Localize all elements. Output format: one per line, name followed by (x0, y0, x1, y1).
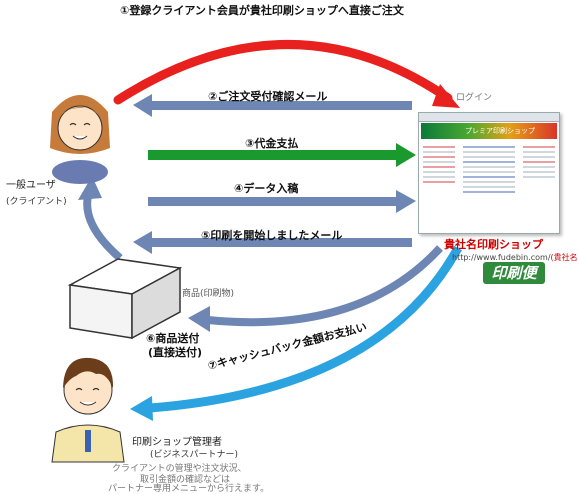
shop-website-screenshot[interactable]: プレミア印刷ショップ (418, 112, 560, 234)
manager-note-1: クライアントの管理や注文状況、 (112, 464, 247, 474)
arrow-4-body (148, 197, 398, 206)
product-box (67, 258, 183, 340)
shop-url-suffix: (貴社名) (550, 253, 578, 262)
client-subtitle: (クライアント) (6, 197, 67, 207)
arrow-6-head (188, 306, 210, 332)
manager-avatar (51, 357, 125, 463)
step-4-label: ④データ入稿 (234, 182, 299, 195)
manager-title: 印刷ショップ管理者 (132, 437, 222, 448)
arrow-3-body (148, 150, 398, 160)
shop-logo: 印刷便 (483, 262, 545, 284)
arrow-5-head (133, 231, 152, 254)
manager-note-2: 取引金額の確認などは (140, 475, 231, 485)
step-6-sublabel: (直接送付) (148, 346, 203, 359)
arrow-2-head (133, 94, 152, 117)
shop-url[interactable]: http://www.fudebin.com/(貴社名) (452, 252, 578, 263)
shop-calendar (521, 143, 557, 225)
browser-toolbar (419, 113, 559, 122)
shop-name: 貴社名印刷ショップ (444, 238, 543, 251)
step-5-label: ⑤印刷を開始しましたメール (201, 229, 343, 242)
step-6-label: ⑥商品送付 (146, 332, 200, 345)
shop-main-content (461, 143, 517, 225)
arrow-7-cashback (149, 245, 462, 413)
shop-banner: プレミア印刷ショップ (421, 123, 557, 139)
manager-subtitle: (ビジネスパートナー) (150, 450, 239, 460)
manager-note-3: パートナー専用メニューから行えます。 (108, 484, 270, 494)
arrow-2-body (150, 101, 412, 110)
arrow-delivery-head (78, 176, 102, 200)
product-label: 商品(印刷物) (182, 289, 235, 299)
shop-banner-text: プレミア印刷ショップ (465, 127, 535, 135)
step-3-label: ③代金支払 (245, 137, 299, 150)
shop-login-link[interactable]: ログイン (456, 93, 493, 103)
shop-url-prefix: http://www.fudebin.com/ (452, 253, 551, 262)
arrow-3-head (396, 143, 416, 167)
client-avatar (50, 95, 110, 184)
arrow-1-head (432, 84, 460, 108)
step-1-label: ①登録クライアント会員が貴社印刷ショップへ直接ご注文 (120, 4, 404, 17)
arrow-6-ship (207, 245, 443, 327)
step-2-label: ②ご注文受付確認メール (208, 90, 328, 103)
arrow-delivery-to-client (83, 195, 123, 262)
shop-sidebar (421, 143, 457, 225)
client-title: 一般ユーザ (6, 180, 56, 191)
arrow-1-order (113, 40, 453, 105)
arrow-4-head (396, 190, 416, 213)
arrow-7-head (130, 396, 153, 421)
arrow-5-body (150, 238, 412, 247)
